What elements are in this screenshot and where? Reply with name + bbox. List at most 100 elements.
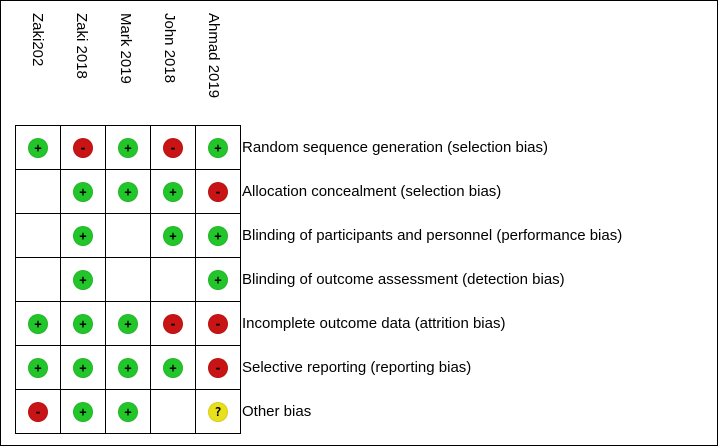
domain-row: + + + - - — [15, 301, 241, 346]
judgement-symbol: - — [169, 316, 177, 331]
unclear-risk-dot: ? — [208, 401, 228, 422]
judgement-symbol: + — [169, 228, 177, 243]
judgement-cell: + — [60, 389, 106, 434]
judgement-symbol: + — [79, 404, 87, 419]
low-risk-dot: + — [118, 137, 138, 158]
judgement-symbol: + — [34, 140, 42, 155]
judgement-symbol: + — [124, 404, 132, 419]
judgement-symbol: ? — [214, 404, 222, 419]
high-risk-dot: - — [28, 401, 48, 422]
judgement-cell: + — [60, 169, 106, 214]
judgement-symbol: - — [34, 404, 42, 419]
low-risk-dot: + — [163, 225, 183, 246]
judgement-cell — [15, 169, 61, 214]
judgement-cell: + — [60, 213, 106, 258]
judgement-cell — [15, 213, 61, 258]
low-risk-dot: + — [118, 313, 138, 334]
judgement-cell: + — [60, 345, 106, 390]
low-risk-dot: + — [208, 225, 228, 246]
judgement-symbol: - — [79, 140, 87, 155]
low-risk-dot: + — [163, 357, 183, 378]
judgement-cell: + — [150, 213, 196, 258]
judgement-cell: + — [15, 301, 61, 346]
judgement-cell: + — [150, 169, 196, 214]
low-risk-dot: + — [208, 269, 228, 290]
domain-label: Random sequence generation (selection bi… — [242, 139, 549, 156]
judgement-cell: ? — [195, 389, 241, 434]
judgement-symbol: + — [79, 360, 87, 375]
judgement-cell — [105, 257, 151, 302]
judgement-symbol: + — [79, 272, 87, 287]
low-risk-dot: + — [28, 313, 48, 334]
judgement-symbol: - — [214, 316, 222, 331]
judgement-cell: + — [195, 257, 241, 302]
judgement-symbol: - — [214, 184, 222, 199]
low-risk-dot: + — [118, 357, 138, 378]
study-label: John 2018 — [161, 13, 178, 84]
judgement-cell: + — [150, 345, 196, 390]
domain-label: Blinding of outcome assessment (detectio… — [242, 271, 565, 288]
judgement-cell: + — [105, 169, 151, 214]
judgement-cell: - — [195, 345, 241, 390]
study-label: Ahmad 2019 — [205, 13, 222, 99]
judgement-cell: - — [195, 169, 241, 214]
domain-label: Other bias — [242, 403, 312, 420]
judgement-symbol: + — [169, 360, 177, 375]
domain-label: Incomplete outcome data (attrition bias) — [242, 315, 506, 332]
judgement-cell: - — [15, 389, 61, 434]
judgement-symbol: + — [79, 316, 87, 331]
judgement-cell: + — [105, 389, 151, 434]
low-risk-dot: + — [73, 225, 93, 246]
low-risk-dot: + — [118, 401, 138, 422]
judgement-symbol: + — [214, 272, 222, 287]
judgement-cell: + — [195, 125, 241, 170]
judgement-symbol: + — [214, 228, 222, 243]
judgement-cell — [150, 389, 196, 434]
judgement-symbol: - — [214, 360, 222, 375]
high-risk-dot: - — [163, 137, 183, 158]
risk-of-bias-grid: +-+-++++-++++++++--++++--++? — [15, 125, 241, 434]
judgement-symbol: + — [124, 184, 132, 199]
study-label: Zaki202 — [29, 13, 46, 67]
domain-label: Blinding of participants and personnel (… — [242, 227, 623, 244]
high-risk-dot: - — [208, 313, 228, 334]
domain-row: + - + - + — [15, 125, 241, 170]
high-risk-dot: - — [208, 357, 228, 378]
domain-row: ++ — [15, 257, 241, 302]
low-risk-dot: + — [73, 313, 93, 334]
low-risk-dot: + — [28, 357, 48, 378]
judgement-symbol: - — [169, 140, 177, 155]
domain-row: + + + + - — [15, 345, 241, 390]
study-label: Zaki 2018 — [73, 13, 90, 79]
judgement-cell: - — [150, 125, 196, 170]
low-risk-dot: + — [163, 181, 183, 202]
low-risk-dot: + — [118, 181, 138, 202]
judgement-symbol: + — [34, 360, 42, 375]
judgement-cell: + — [15, 125, 61, 170]
judgement-cell: + — [195, 213, 241, 258]
judgement-cell: + — [105, 301, 151, 346]
judgement-cell — [150, 257, 196, 302]
judgement-cell: - — [150, 301, 196, 346]
judgement-cell: + — [15, 345, 61, 390]
domain-row: + + + - — [15, 169, 241, 214]
low-risk-dot: + — [208, 137, 228, 158]
low-risk-dot: + — [73, 357, 93, 378]
low-risk-dot: + — [73, 181, 93, 202]
judgement-symbol: + — [124, 140, 132, 155]
low-risk-dot: + — [28, 137, 48, 158]
domain-label: Allocation concealment (selection bias) — [242, 183, 502, 200]
judgement-cell — [15, 257, 61, 302]
judgement-cell: + — [60, 257, 106, 302]
judgement-symbol: + — [34, 316, 42, 331]
high-risk-dot: - — [208, 181, 228, 202]
domain-label: Selective reporting (reporting bias) — [242, 359, 472, 376]
judgement-symbol: + — [124, 360, 132, 375]
judgement-cell: + — [105, 125, 151, 170]
judgement-cell: - — [195, 301, 241, 346]
judgement-cell: + — [60, 301, 106, 346]
judgement-symbol: + — [79, 228, 87, 243]
high-risk-dot: - — [73, 137, 93, 158]
judgement-cell: - — [60, 125, 106, 170]
